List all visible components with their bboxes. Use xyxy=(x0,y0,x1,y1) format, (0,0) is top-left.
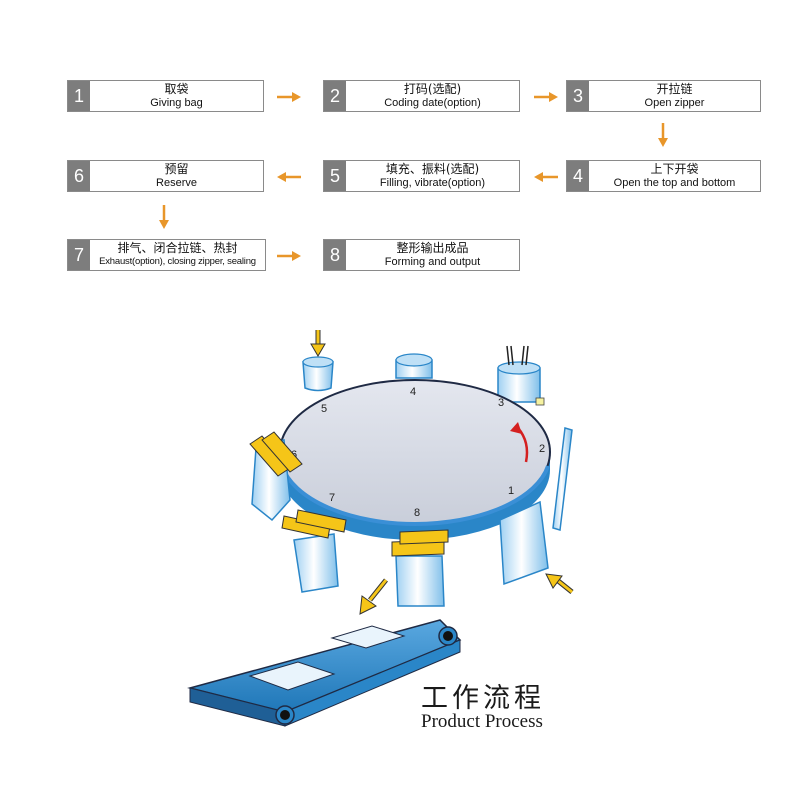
process-title-cn: 工作流程 xyxy=(421,683,545,714)
step-label-en: Coding date(option) xyxy=(384,97,481,109)
step-7-box: 7 排气、闭合拉链、热封 Exhaust(option), closing zi… xyxy=(67,239,266,271)
output-arrow-icon xyxy=(359,578,388,615)
sealer-station-6 xyxy=(249,431,303,522)
step-3-box: 3 开拉链 Open zipper xyxy=(566,80,761,112)
arrow-down-icon xyxy=(658,123,668,147)
former-station-8 xyxy=(391,529,449,607)
bag-infeed-arrow-icon xyxy=(545,573,574,594)
step-number: 4 xyxy=(567,161,589,191)
station-label-8: 8 xyxy=(414,507,420,519)
step-label-en: Open the top and bottom xyxy=(613,177,736,189)
step-label-cn: 整形输出成品 xyxy=(396,241,469,255)
step-label-cn: 打码(选配) xyxy=(403,82,462,96)
arrow-down-icon xyxy=(159,205,169,229)
step-label-cn: 开拉链 xyxy=(656,82,693,96)
output-conveyor xyxy=(187,619,462,727)
step-8-box: 8 整形输出成品 Forming and output xyxy=(323,239,520,271)
arrow-left-icon xyxy=(534,172,558,182)
station-label-4: 4 xyxy=(410,386,416,398)
hopper-cylinder-left xyxy=(302,356,334,392)
step-label-cn: 填充、振料(选配) xyxy=(385,162,480,176)
step-number: 3 xyxy=(567,81,589,111)
step-label-cn: 上下开袋 xyxy=(650,162,699,176)
step-number: 1 xyxy=(68,81,90,111)
feed-arrow-down-icon xyxy=(310,330,326,357)
step-4-box: 4 上下开袋 Open the top and bottom xyxy=(566,160,761,192)
step-2-box: 2 打码(选配) Coding date(option) xyxy=(323,80,520,112)
station-label-7: 7 xyxy=(329,492,335,504)
bag-station-1 xyxy=(499,500,549,586)
step-label-en: Open zipper xyxy=(644,97,705,109)
step-5-box: 5 填充、振料(选配) Filling, vibrate(option) xyxy=(323,160,520,192)
step-number: 6 xyxy=(68,161,90,191)
station-label-5: 5 xyxy=(321,403,327,415)
step-label-en: Filling, vibrate(option) xyxy=(379,177,486,189)
step-label-cn: 预留 xyxy=(164,162,189,176)
station-label-1: 1 xyxy=(508,485,514,497)
step-number: 7 xyxy=(68,240,90,270)
step-number: 2 xyxy=(324,81,346,111)
station-label-2: 2 xyxy=(539,443,545,455)
bag-station-2 xyxy=(552,427,573,531)
arrow-right-icon xyxy=(277,251,301,261)
arrow-right-icon xyxy=(534,92,558,102)
step-label-en: Reserve xyxy=(156,177,197,189)
process-title-en: Product Process xyxy=(421,711,543,732)
rotary-packing-machine-illustration: 1 2 3 4 5 6 7 8 xyxy=(187,330,574,727)
step-1-box: 1 取袋 Giving bag xyxy=(67,80,264,112)
step-label-en: Giving bag xyxy=(150,97,203,109)
rotation-arrow-icon xyxy=(510,422,529,463)
step-number: 5 xyxy=(324,161,346,191)
step-label-cn: 取袋 xyxy=(164,82,189,96)
arrow-left-icon xyxy=(277,172,301,182)
hopper-cylinder-right xyxy=(497,345,545,406)
step-6-box: 6 预留 Reserve xyxy=(67,160,264,192)
turntable xyxy=(279,379,551,540)
arrow-right-icon xyxy=(277,92,301,102)
step-label-cn: 排气、闭合拉链、热封 xyxy=(117,241,238,255)
sealer-station-7 xyxy=(281,509,347,593)
step-number: 8 xyxy=(324,240,346,270)
hopper-cylinder-center xyxy=(395,353,433,379)
step-label-en: Forming and output xyxy=(384,256,481,268)
station-label-3: 3 xyxy=(498,397,504,409)
step-label-en: Exhaust(option), closing zipper, sealing xyxy=(99,256,256,267)
